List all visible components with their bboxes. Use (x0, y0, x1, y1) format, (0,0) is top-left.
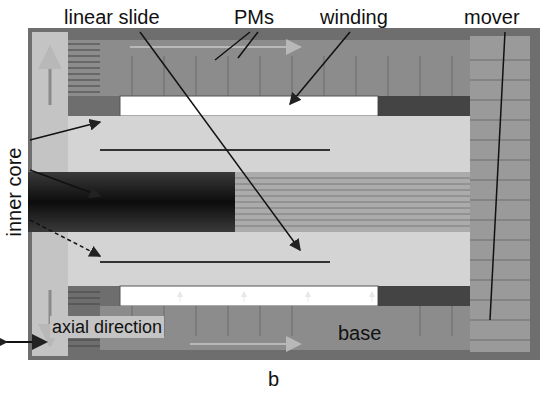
base-housing (28, 28, 540, 360)
part-label: inner core (3, 146, 25, 239)
part-label: PMs (232, 6, 276, 28)
leader-lines (30, 32, 505, 320)
winding (120, 96, 378, 116)
mover (470, 36, 530, 352)
part-label: b (266, 368, 281, 390)
axial-arrow (6, 341, 46, 343)
pm-array (68, 40, 470, 96)
part-label: axial direction (50, 316, 164, 338)
part-label: mover (462, 6, 522, 28)
part-label: linear slide (62, 6, 162, 28)
part-label: base (336, 322, 383, 344)
part-label: winding (318, 6, 390, 28)
